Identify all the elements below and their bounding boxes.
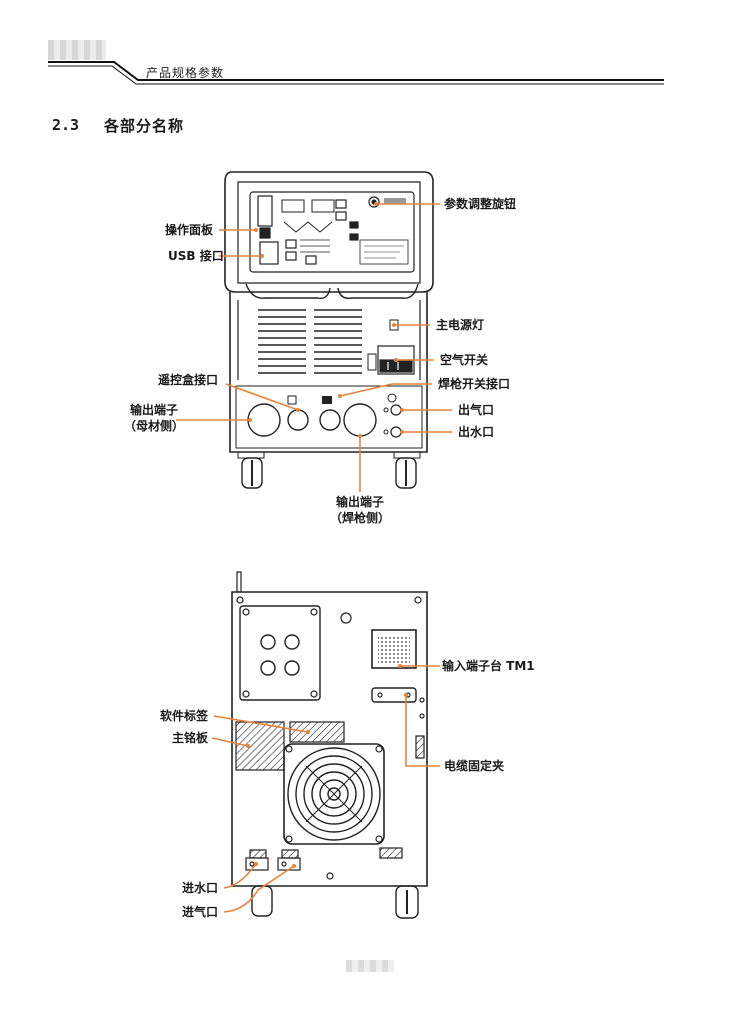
label-water-inlet: 进水口 — [182, 881, 219, 895]
torch-switch-port — [319, 409, 341, 431]
label-output-terminal-torch: 输出端子 （焊枪侧） — [320, 494, 400, 526]
label-air-switch: 空气开关 — [440, 353, 489, 367]
label-gas-inlet: 进气口 — [182, 905, 219, 919]
cable-clamp — [371, 687, 417, 703]
header-logo-blurred — [48, 40, 106, 60]
section-number: 2.3 — [52, 116, 80, 134]
front-machine — [224, 171, 434, 489]
gas-inlet — [277, 857, 301, 871]
label-usb-port: USB 接口 — [168, 249, 224, 263]
label-output-terminal-base: 输出端子 （母材侧） — [114, 402, 194, 434]
footer-page-number-blurred — [346, 960, 394, 972]
label-gas-outlet: 出气口 — [458, 403, 495, 417]
label-water-outlet: 出水口 — [458, 425, 495, 439]
software-label — [289, 721, 345, 743]
front-leaders — [176, 203, 452, 492]
label-parameter-knob: 参数调整旋钮 — [444, 197, 517, 211]
input-terminal-block — [371, 629, 417, 669]
rear-machine — [231, 571, 428, 919]
label-torch-switch-port: 焊枪开关接口 — [438, 377, 511, 391]
label-output-terminal-base-line2: （母材侧） — [123, 419, 184, 433]
water-inlet — [245, 857, 269, 871]
remote-box-port — [287, 409, 309, 431]
rear-leader-dots — [246, 664, 408, 868]
output-terminal-base — [247, 403, 281, 437]
label-software-label: 软件标签 — [160, 709, 209, 723]
section-title: 各部分名称 — [104, 117, 185, 135]
output-terminal-torch — [343, 403, 377, 437]
label-output-terminal-torch-line1: 输出端子 — [335, 495, 384, 509]
label-operation-panel: 操作面板 — [165, 223, 214, 237]
rear-leaders — [211, 665, 440, 913]
label-nameplate: 主铭板 — [172, 731, 209, 745]
label-input-terminal: 输入端子台 TM1 — [442, 659, 535, 673]
label-output-terminal-torch-line2: （焊枪侧） — [329, 511, 390, 525]
header-rule — [48, 61, 664, 85]
label-cable-clamp: 电缆固定夹 — [444, 759, 505, 773]
header-title: 产品规格参数 — [146, 66, 225, 80]
fan-guard — [283, 743, 385, 845]
front-leader-dots — [248, 202, 404, 438]
label-output-terminal-base-line1: 输出端子 — [129, 403, 178, 417]
label-remote-box-port: 遥控盒接口 — [158, 373, 219, 387]
nameplate — [235, 721, 285, 771]
label-main-power-lamp: 主电源灯 — [436, 318, 485, 332]
